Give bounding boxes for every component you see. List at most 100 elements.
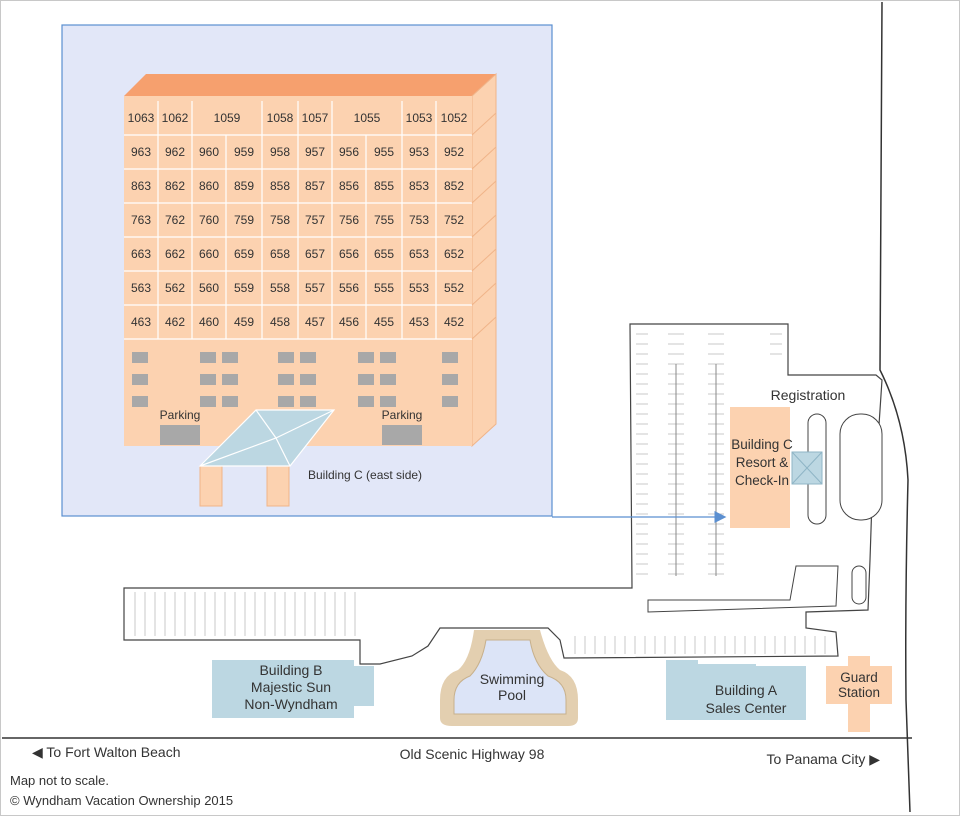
unit-number: 1052 — [441, 111, 468, 125]
unit-number: 853 — [409, 179, 429, 193]
building-c-caption: Building C (east side) — [308, 468, 422, 482]
parking-lot-outline — [123, 323, 883, 665]
unit-number: 663 — [131, 247, 151, 261]
unit-number: 563 — [131, 281, 151, 295]
parking-stalls-south — [566, 636, 828, 654]
building-b-label-3: Non-Wyndham — [244, 696, 337, 712]
unit-number: 559 — [234, 281, 254, 295]
unit-number: 960 — [199, 145, 219, 159]
guard-station — [826, 656, 892, 732]
unit-number: 455 — [374, 315, 394, 329]
parking-label-left: Parking — [160, 408, 201, 422]
unit-number: 457 — [305, 315, 325, 329]
unit-number: 657 — [305, 247, 325, 261]
building-a-label-1: Building A — [715, 682, 778, 698]
unit-number: 758 — [270, 213, 290, 227]
unit-number: 959 — [234, 145, 254, 159]
drive-island-2 — [839, 413, 883, 521]
unit-number: 556 — [339, 281, 359, 295]
footer-note: Map not to scale. — [10, 773, 109, 788]
drive-island-3 — [851, 565, 867, 605]
unit-number: 460 — [199, 315, 219, 329]
unit-number: 1053 — [406, 111, 433, 125]
building-b — [212, 660, 374, 718]
unit-number: 756 — [339, 213, 359, 227]
guard-label-2: Station — [838, 685, 880, 700]
footer-copyright: © Wyndham Vacation Ownership 2015 — [10, 793, 233, 808]
building-c-roof — [124, 74, 496, 96]
building-side-floor-lines — [471, 112, 497, 340]
pool-label-2: Pool — [498, 687, 526, 703]
unit-number: 458 — [270, 315, 290, 329]
side-floor-line — [471, 248, 497, 272]
guard-label-1: Guard — [840, 670, 878, 685]
unit-number: 1059 — [214, 111, 241, 125]
building-c-label-1: Building C — [731, 437, 793, 452]
road-east-label: To Panama City ▶ — [767, 751, 881, 767]
parking-stalls-west — [130, 592, 358, 636]
unit-number: 658 — [270, 247, 290, 261]
unit-number: 656 — [339, 247, 359, 261]
unit-number: 1055 — [354, 111, 381, 125]
unit-number: 456 — [339, 315, 359, 329]
unit-number: 860 — [199, 179, 219, 193]
unit-number: 553 — [409, 281, 429, 295]
building-a-label-2: Sales Center — [706, 700, 787, 716]
unit-number: 858 — [270, 179, 290, 193]
side-floor-line — [471, 214, 497, 238]
unit-number: 452 — [444, 315, 464, 329]
building-c-checkin — [730, 407, 790, 528]
unit-number: 552 — [444, 281, 464, 295]
unit-number: 557 — [305, 281, 325, 295]
canopy-post-right — [266, 465, 290, 507]
unit-number: 855 — [374, 179, 394, 193]
building-b-label-1: Building B — [259, 662, 322, 678]
canopy-ridges — [199, 409, 335, 467]
unit-number: 963 — [131, 145, 151, 159]
unit-number: 462 — [165, 315, 185, 329]
porte-cochere-cross-2 — [791, 451, 823, 485]
unit-number: 952 — [444, 145, 464, 159]
unit-number: 1063 — [128, 111, 155, 125]
unit-number: 558 — [270, 281, 290, 295]
unit-number: 660 — [199, 247, 219, 261]
unit-number: 560 — [199, 281, 219, 295]
parking-island — [647, 565, 839, 613]
side-floor-line — [471, 316, 497, 340]
unit-number: 953 — [409, 145, 429, 159]
ground-floor-windows — [132, 352, 458, 407]
unit-number: 655 — [374, 247, 394, 261]
building-c-label-3: Check-In — [735, 473, 789, 488]
side-floor-line — [471, 112, 497, 136]
unit-grid: 1063 1062 1059 1058 1057 1055 1053 1052 963 962 96… — [124, 101, 472, 340]
parking-door-right — [382, 425, 422, 445]
building-a — [666, 660, 806, 720]
unit-number: 555 — [374, 281, 394, 295]
unit-number: 962 — [165, 145, 185, 159]
side-floor-line — [471, 282, 497, 306]
unit-number: 1058 — [267, 111, 294, 125]
unit-number: 463 — [131, 315, 151, 329]
unit-number: 956 — [339, 145, 359, 159]
unit-number: 863 — [131, 179, 151, 193]
unit-number: 659 — [234, 247, 254, 261]
unit-number: 653 — [409, 247, 429, 261]
road-name-label: Old Scenic Highway 98 — [400, 746, 545, 762]
unit-number: 862 — [165, 179, 185, 193]
parking-door-left — [160, 425, 200, 445]
unit-number: 955 — [374, 145, 394, 159]
unit-number: 852 — [444, 179, 464, 193]
unit-number: 859 — [234, 179, 254, 193]
side-floor-line — [471, 180, 497, 204]
unit-number: 759 — [234, 213, 254, 227]
unit-number: 1062 — [162, 111, 189, 125]
canopy-post-left — [199, 465, 223, 507]
unit-number: 1057 — [302, 111, 329, 125]
unit-number: 757 — [305, 213, 325, 227]
unit-number: 752 — [444, 213, 464, 227]
building-c-label-2: Resort & — [736, 455, 789, 470]
unit-number: 662 — [165, 247, 185, 261]
side-floor-line — [471, 146, 497, 170]
unit-number: 760 — [199, 213, 219, 227]
